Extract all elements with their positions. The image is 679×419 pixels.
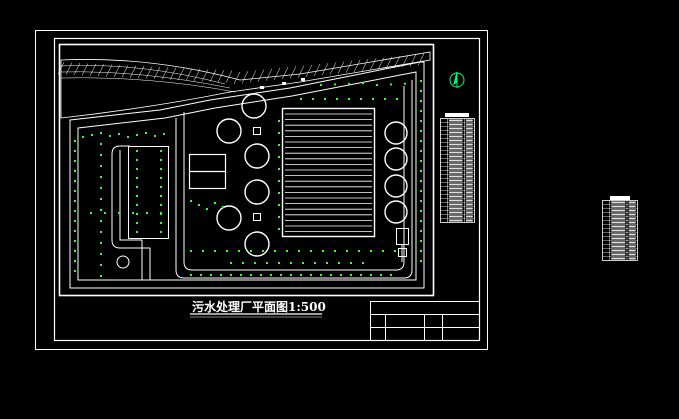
boundary-road xyxy=(69,61,425,289)
plan-frame xyxy=(58,43,435,297)
legend-table-copy xyxy=(602,196,638,261)
north-arrow-icon xyxy=(449,71,465,88)
landscape-trees xyxy=(74,80,422,277)
slope-hatch-area xyxy=(57,51,431,119)
gate-marks xyxy=(260,78,305,89)
left-bed xyxy=(128,146,169,239)
sheet-outer-frame xyxy=(35,30,488,350)
legend-table xyxy=(440,113,475,223)
equipment-room xyxy=(396,228,409,262)
aeration-tank xyxy=(281,107,376,238)
internal-road xyxy=(111,80,413,280)
drawing-title: 污水处理厂平面图1:500 xyxy=(192,299,326,314)
clarifier-tanks-left xyxy=(216,93,270,257)
sheet-inner-frame xyxy=(53,37,481,342)
small-pump-well xyxy=(116,255,130,269)
office-building xyxy=(188,153,227,190)
clarifier-tanks-right xyxy=(384,121,408,224)
title-block xyxy=(370,301,480,341)
